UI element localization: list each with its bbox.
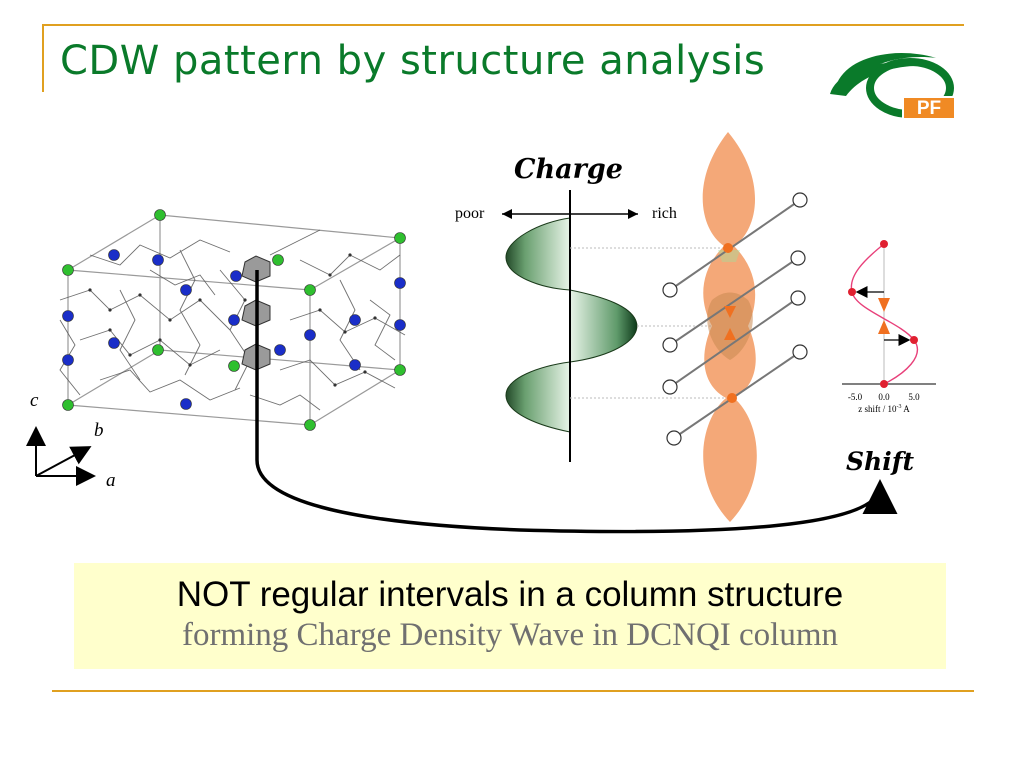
shift-xlabel: z shift / 10-3 A — [858, 404, 910, 414]
axis-b-label: b — [94, 420, 104, 441]
poor-label: poor — [455, 205, 485, 222]
axis-a-label: a — [106, 470, 116, 491]
cdw-diagram: c b a Charge poor rich — [26, 132, 936, 534]
bottom-rule — [52, 690, 974, 692]
crystal-axes — [26, 426, 96, 486]
crystal-structure — [59, 209, 406, 431]
shift-tick-zero: 0.0 — [878, 392, 890, 402]
shift-tick-pos: 5.0 — [908, 392, 920, 402]
pf-logo-text: PF — [917, 98, 941, 119]
wave-lobe-left-bottom — [505, 362, 570, 432]
left-rule — [42, 24, 44, 92]
charge-wave: Charge poor rich — [455, 154, 728, 462]
caption-box: NOT regular intervals in a column struct… — [74, 563, 946, 669]
wave-lobe-left-top — [505, 218, 570, 290]
shift-label: Shift — [846, 447, 914, 476]
connector-arrow — [255, 270, 898, 534]
orbital-column — [702, 132, 757, 522]
caption-line2: forming Charge Density Wave in DCNQI col… — [181, 617, 839, 653]
caption-line1: NOT regular intervals in a column struct… — [176, 575, 844, 614]
slide-title: CDW pattern by structure analysis — [60, 38, 766, 84]
charge-label: Charge — [514, 154, 623, 185]
axis-c-label: c — [30, 390, 39, 411]
orbital-markers — [723, 243, 737, 403]
rich-label: rich — [652, 205, 677, 222]
shift-plot: -5.0 0.0 5.0 z shift / 10-3 A — [842, 240, 936, 414]
wave-lobe-right — [570, 290, 637, 362]
pf-logo: PF — [830, 53, 956, 120]
top-rule — [42, 24, 964, 26]
shift-tick-neg: -5.0 — [848, 392, 863, 402]
molecule-rods — [662, 192, 808, 446]
